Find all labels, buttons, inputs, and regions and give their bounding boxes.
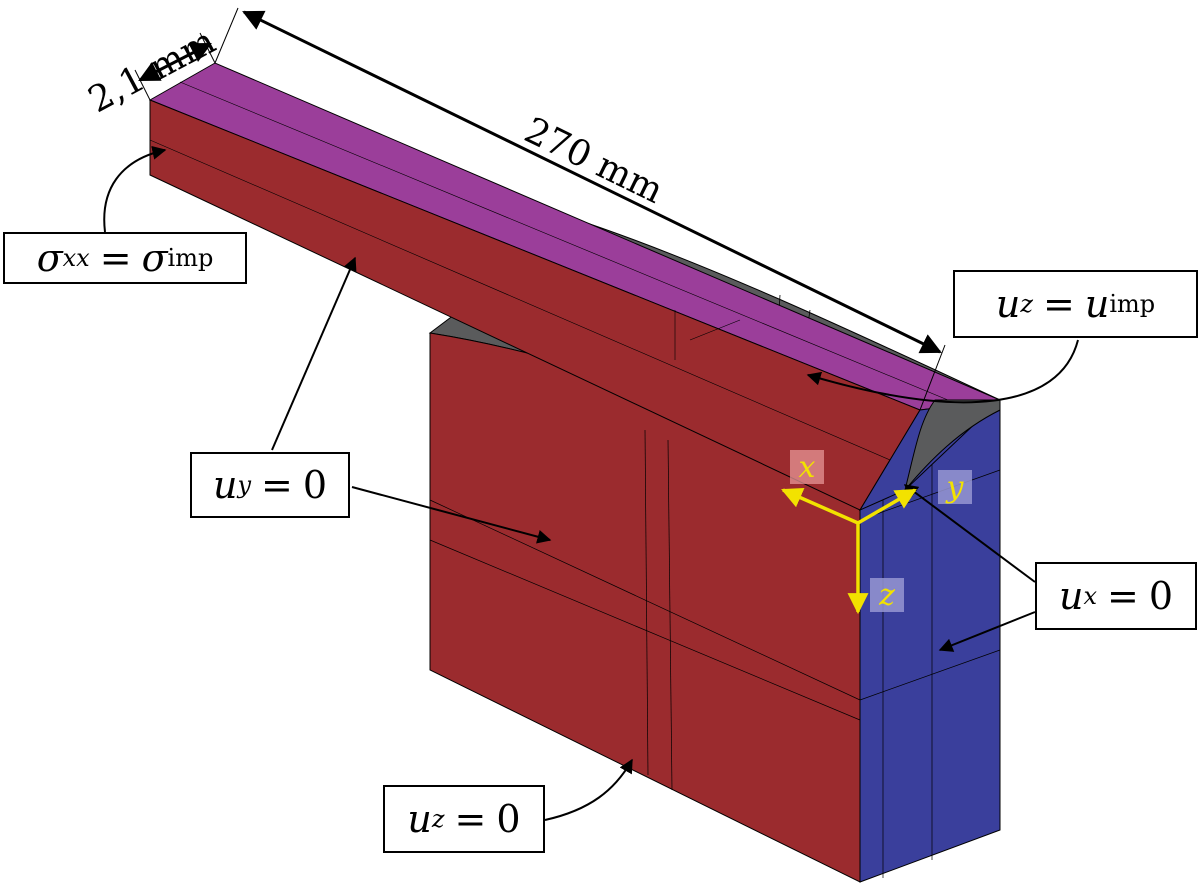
axis-y-arrow (857, 488, 917, 525)
axis-z-label: z (870, 578, 904, 613)
leader-uy-top (271, 256, 357, 451)
length-dimension-arrow (242, 10, 942, 354)
leader-sigma (103, 145, 167, 233)
leader-uy-die (351, 486, 552, 544)
axis-x-arrow (781, 488, 859, 525)
leader-ux-end (903, 484, 1036, 583)
width-dimension-arrow (138, 42, 212, 82)
leader-uz (544, 758, 633, 821)
leader-ux-side (938, 611, 1036, 652)
axis-y-label: y (938, 470, 972, 505)
axis-x-label: x (790, 450, 824, 485)
leader-uz-imp (806, 339, 1079, 404)
